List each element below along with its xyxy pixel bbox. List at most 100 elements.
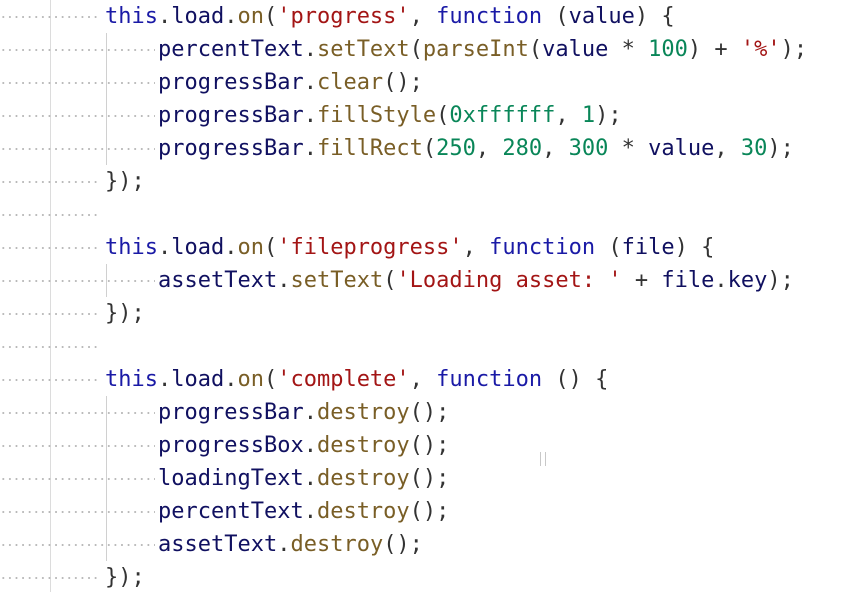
code-token: . — [303, 70, 317, 95]
whitespace-dots — [0, 49, 155, 51]
code-token: clear — [316, 70, 384, 95]
code-token: }); — [105, 169, 145, 194]
indent-guide — [106, 495, 107, 528]
whitespace-dots — [0, 346, 100, 348]
code-token: . — [303, 103, 317, 128]
code-token: load — [171, 235, 225, 260]
code-token: setText — [316, 37, 410, 62]
whitespace-dots — [0, 181, 100, 183]
code-token: , — [555, 103, 582, 128]
code-text: progressBox.destroy(); — [158, 429, 449, 462]
code-token: destroy — [316, 499, 410, 524]
code-token: progressBar — [158, 136, 304, 161]
whitespace-dots — [0, 379, 100, 381]
code-token: on — [237, 4, 264, 29]
code-token: ( — [263, 367, 278, 392]
whitespace-dots — [0, 445, 155, 447]
code-text: }); — [105, 297, 145, 330]
code-token: value — [542, 37, 609, 62]
code-token: load — [171, 4, 225, 29]
code-token: }); — [105, 565, 145, 590]
code-token: 'complete' — [277, 367, 410, 392]
code-token: 'progress' — [277, 4, 410, 29]
code-token: parseInt — [422, 37, 529, 62]
code-token: ); — [767, 136, 794, 161]
code-token: () { — [542, 367, 609, 392]
code-token: ( — [528, 37, 543, 62]
code-token: function — [489, 235, 596, 260]
code-token: * — [608, 37, 649, 62]
whitespace-dots — [0, 16, 100, 18]
code-token: ); — [767, 268, 794, 293]
code-token: assetText — [158, 532, 278, 557]
code-token: key — [727, 268, 768, 293]
code-token: file — [661, 268, 715, 293]
code-token: ( — [263, 235, 278, 260]
code-token: ) { — [634, 4, 675, 29]
code-token: , — [409, 4, 437, 29]
code-token: ( — [436, 103, 450, 128]
code-token: file — [621, 235, 675, 260]
code-token: ( — [409, 37, 423, 62]
code-token: '%' — [740, 37, 781, 62]
indent-guide — [106, 528, 107, 561]
code-token: ) { — [674, 235, 715, 260]
code-token: . — [224, 4, 238, 29]
code-token: . — [303, 433, 317, 458]
gutter-divider — [50, 0, 51, 592]
indent-guide — [106, 132, 107, 165]
code-token: (); — [409, 400, 450, 425]
code-token: load — [171, 367, 225, 392]
whitespace-dots — [0, 478, 155, 480]
code-token: . — [303, 499, 317, 524]
whitespace-dots — [0, 313, 100, 315]
code-token: value — [648, 136, 715, 161]
code-token: ( — [383, 268, 397, 293]
whitespace-dots — [0, 214, 100, 216]
code-token: . — [277, 532, 291, 557]
code-token: percentText — [158, 37, 304, 62]
code-token: destroy — [316, 433, 410, 458]
code-token: 250 — [436, 136, 476, 161]
code-token: this — [105, 235, 158, 260]
whitespace-dots — [0, 280, 155, 282]
code-token: (); — [409, 433, 450, 458]
indent-guide — [106, 462, 107, 495]
code-text: }); — [105, 561, 145, 592]
code-token: percentText — [158, 499, 304, 524]
code-token: . — [224, 367, 238, 392]
code-token: fillRect — [316, 136, 423, 161]
whitespace-dots — [0, 577, 100, 579]
code-text: this.load.on('complete', function () { — [105, 363, 608, 396]
code-text: percentText.setText(parseInt(value * 100… — [158, 33, 807, 66]
code-text: assetText.destroy(); — [158, 528, 423, 561]
code-token: 100 — [648, 37, 688, 62]
whitespace-dots — [0, 247, 100, 249]
whitespace-dots — [0, 544, 155, 546]
code-token: , — [462, 235, 490, 260]
code-token: 0xffffff — [449, 103, 556, 128]
code-token: 1 — [581, 103, 596, 128]
code-text: this.load.on('fileprogress', function (f… — [105, 231, 714, 264]
code-text: assetText.setText('Loading asset: ' + fi… — [158, 264, 794, 297]
code-token: * — [608, 136, 649, 161]
code-token: . — [157, 4, 172, 29]
code-token: . — [303, 466, 317, 491]
code-token: 'fileprogress' — [277, 235, 463, 260]
code-token: . — [714, 268, 728, 293]
code-token: }); — [105, 301, 145, 326]
whitespace-dots — [0, 148, 155, 150]
code-token: 280 — [502, 136, 543, 161]
code-text: loadingText.destroy(); — [158, 462, 449, 495]
whitespace-dots — [0, 82, 155, 84]
code-token: function — [436, 4, 543, 29]
code-token: on — [237, 235, 264, 260]
code-token: , — [475, 136, 503, 161]
code-token: . — [303, 136, 317, 161]
code-token: progressBar — [158, 70, 304, 95]
code-token: fillStyle — [316, 103, 437, 128]
code-token: . — [157, 235, 172, 260]
code-token: . — [277, 268, 291, 293]
indent-guide — [106, 429, 107, 462]
